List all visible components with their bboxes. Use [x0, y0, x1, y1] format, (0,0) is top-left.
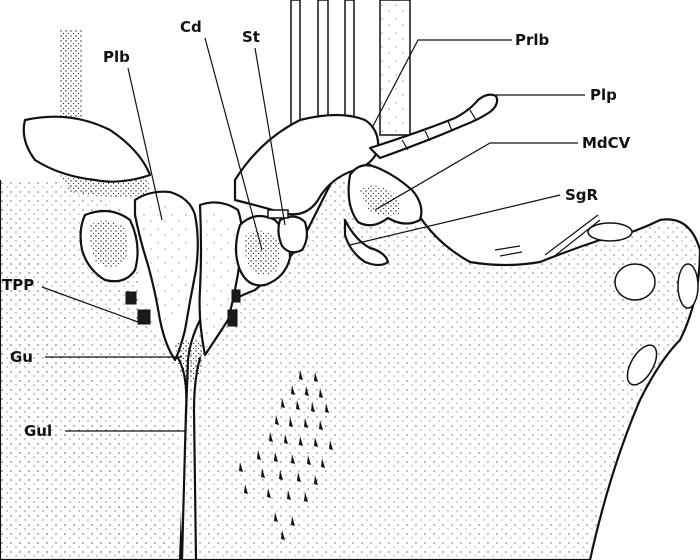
left-rod	[60, 30, 82, 120]
small-dashes	[495, 246, 522, 256]
left-cardo-inner	[90, 221, 128, 267]
right-oval-edge	[678, 264, 698, 308]
tooth-right-upper	[232, 290, 240, 302]
right-oval-upper	[588, 223, 632, 241]
tooth-right-lower	[228, 310, 237, 326]
stipes-bar	[268, 210, 288, 218]
right-oval-middle	[615, 264, 655, 300]
rod-2	[318, 0, 328, 120]
upper-rods	[60, 0, 410, 135]
tpp-mark-upper	[126, 292, 136, 304]
label-tpp: TPP	[2, 276, 34, 294]
label-sgr: SgR	[565, 186, 599, 204]
rod-1	[291, 0, 300, 125]
label-plp: Plp	[590, 86, 617, 104]
label-gu: Gu	[10, 348, 33, 366]
rod-3	[345, 0, 354, 118]
left-upper-lobe	[24, 117, 150, 182]
label-st: St	[242, 28, 260, 46]
label-mdcv: MdCV	[582, 134, 631, 152]
label-prlb: Prlb	[515, 31, 550, 49]
label-plb: Plb	[103, 48, 130, 66]
label-cd: Cd	[180, 18, 202, 36]
rod-4	[380, 0, 410, 135]
stipes	[278, 216, 307, 252]
label-gul: Gul	[24, 422, 52, 440]
tpp-mark-lower	[138, 310, 150, 324]
